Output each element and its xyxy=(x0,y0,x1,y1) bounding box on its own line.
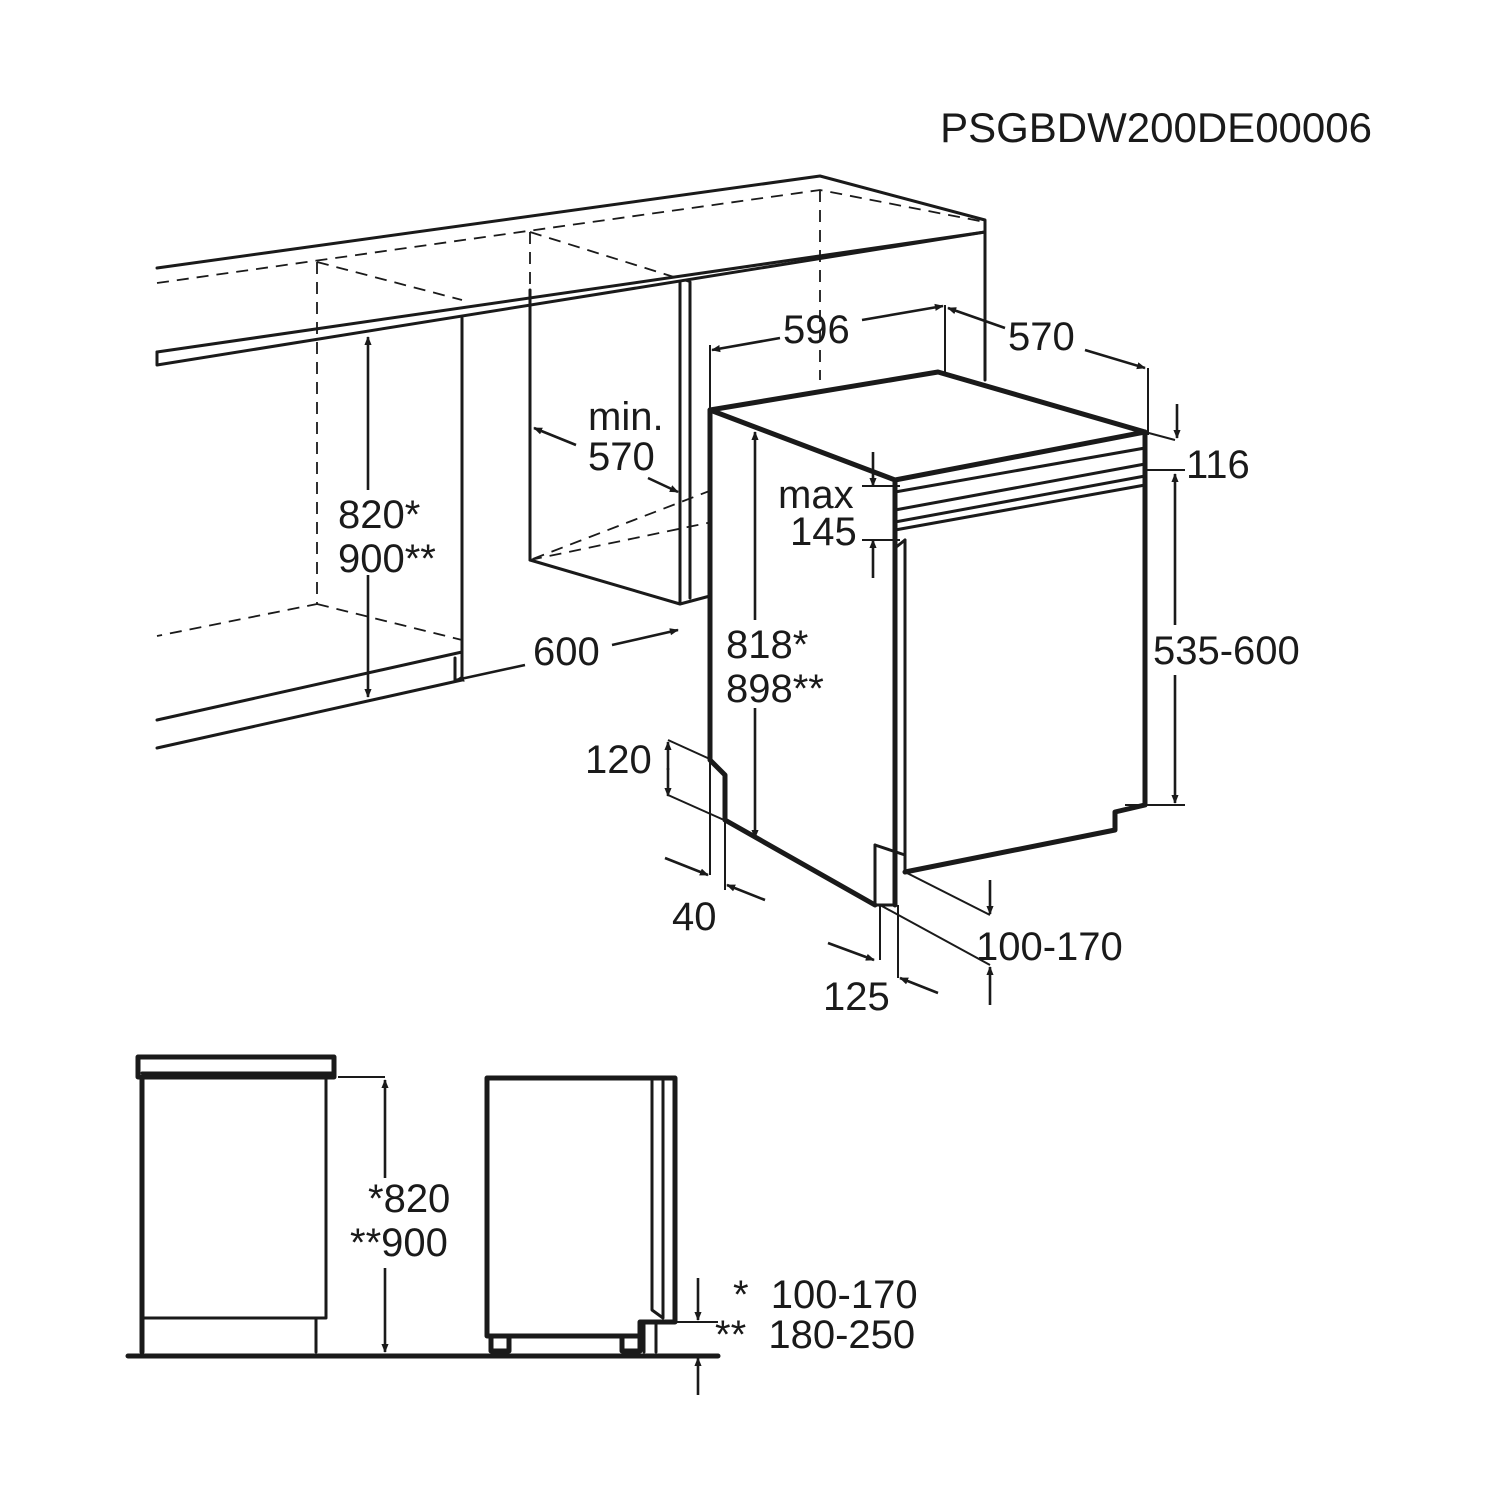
dimension-labels: 596 570 116 min. 570 820* 900** max 145 … xyxy=(338,308,1300,1357)
dimension-lines-top xyxy=(364,303,1185,1005)
label-side-height-900: **900 xyxy=(350,1221,448,1265)
label-plinth-100-170: 100-170 xyxy=(976,925,1123,969)
dimension-lines-bottom xyxy=(338,1076,718,1395)
label-min: min. xyxy=(588,395,664,439)
label-width-600: 600 xyxy=(533,630,600,674)
label-min-570: 570 xyxy=(588,435,655,479)
label-appliance-898: 898** xyxy=(726,667,824,711)
label-side-plinth-100-170: * 100-170 xyxy=(733,1273,918,1317)
label-appliance-818: 818* xyxy=(726,623,808,667)
label-max: max xyxy=(778,473,854,517)
side-view-cabinet xyxy=(135,1054,337,1355)
document-code: PSGBDW200DE00006 xyxy=(940,104,1372,151)
side-view-dishwasher xyxy=(484,1075,678,1354)
label-plinth-125: 125 xyxy=(823,975,890,1019)
kitchen-cabinet-run xyxy=(155,174,987,750)
label-depth-116: 116 xyxy=(1186,443,1250,487)
label-side-plinth-180-250: ** 180-250 xyxy=(715,1313,915,1357)
label-panel-535-600: 535-600 xyxy=(1153,629,1300,673)
label-width-596: 596 xyxy=(783,308,850,352)
label-side-height-820: *820 xyxy=(368,1177,450,1221)
label-max-145: 145 xyxy=(790,510,857,554)
label-plinth-120: 120 xyxy=(585,738,652,782)
label-plinth-40: 40 xyxy=(672,895,717,939)
label-depth-570: 570 xyxy=(1008,315,1075,359)
label-niche-height-900: 900** xyxy=(338,537,436,581)
label-niche-height-820: 820* xyxy=(338,493,420,537)
